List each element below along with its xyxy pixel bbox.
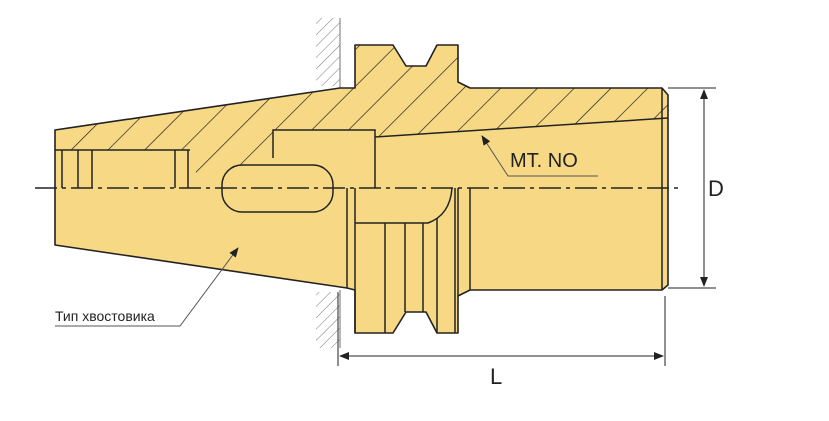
dim-l-label: L (490, 364, 503, 389)
spindle-wall (316, 18, 341, 348)
dimension-d (668, 87, 716, 289)
inner-contours (55, 88, 669, 333)
leader-lines (55, 135, 598, 327)
dimension-l (337, 292, 666, 366)
taper-note-label: MT. NO (510, 150, 578, 172)
section-hatch (55, 45, 668, 188)
dim-d-label: D (708, 176, 724, 201)
shank-type-label: Тип хвостовика (55, 308, 155, 324)
